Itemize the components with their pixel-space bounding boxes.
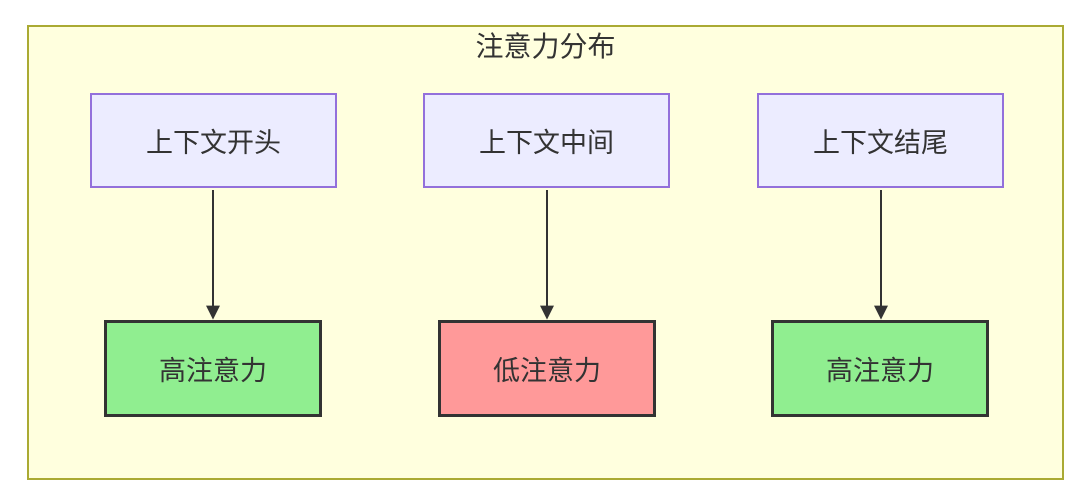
node-context-middle-label: 上下文中间	[479, 128, 614, 159]
node-context-end: 上下文结尾	[757, 93, 1004, 188]
node-high-attention-right: 高注意力	[771, 320, 989, 417]
node-context-end-label: 上下文结尾	[813, 128, 948, 159]
node-high-attention-right-label: 高注意力	[826, 356, 934, 387]
node-low-attention-middle: 低注意力	[438, 320, 656, 417]
diagram-title: 注意力分布	[475, 30, 616, 63]
node-high-attention-left-label: 高注意力	[159, 356, 267, 387]
node-low-attention-middle-label: 低注意力	[493, 356, 601, 387]
node-context-start: 上下文开头	[90, 93, 337, 188]
node-context-start-label: 上下文开头	[146, 128, 281, 159]
node-context-middle: 上下文中间	[423, 93, 670, 188]
node-high-attention-left: 高注意力	[104, 320, 322, 417]
